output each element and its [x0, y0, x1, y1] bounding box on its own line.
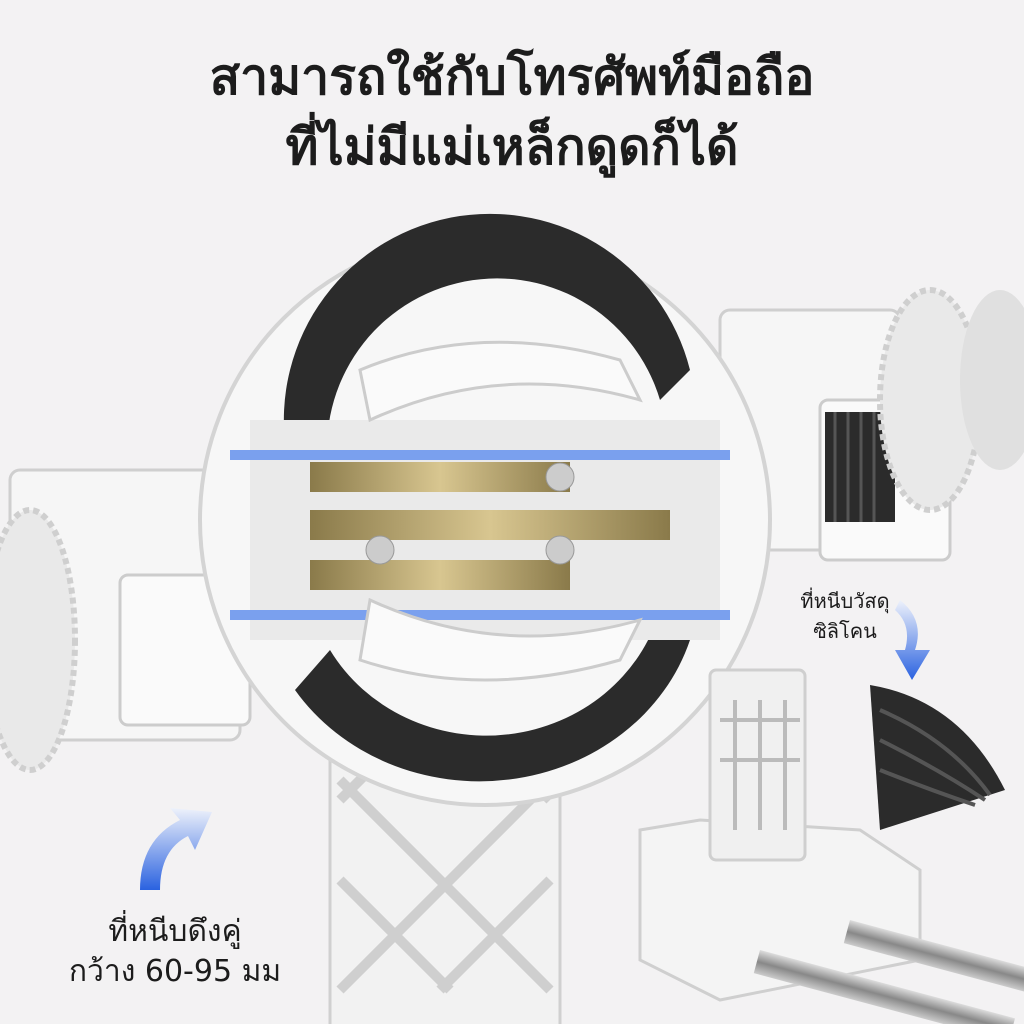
curved-arrow-icon	[140, 808, 212, 890]
headline-line-1: สามารถใช้กับโทรศัพท์มือถือ	[209, 48, 815, 106]
headline-line-2: ที่ไม่มีแม่เหล็กดูดก็ได้	[285, 118, 739, 176]
dual-clamp-label-line-2: กว้าง 60-95 มม	[68, 954, 282, 989]
dual-clamp-label: ที่หนีบดึงคู่ กว้าง 60-95 มม	[40, 912, 310, 992]
headline: สามารถใช้กับโทรศัพท์มือถือ ที่ไม่มีแม่เห…	[0, 42, 1024, 182]
silicone-clip-detail	[638, 668, 1024, 1024]
silicone-clip-label: ที่หนีบวัสดุ ซิลิโคน	[770, 586, 920, 646]
curved-arrow-down-icon	[895, 600, 930, 680]
dual-clamp-label-line-1: ที่หนีบดึงคู่	[108, 914, 242, 949]
silicone-clip-label-line-1: ที่หนีบวัสดุ	[800, 589, 890, 613]
silicone-clip-label-line-2: ซิลิโคน	[813, 619, 877, 643]
clamp-housing	[198, 213, 772, 807]
